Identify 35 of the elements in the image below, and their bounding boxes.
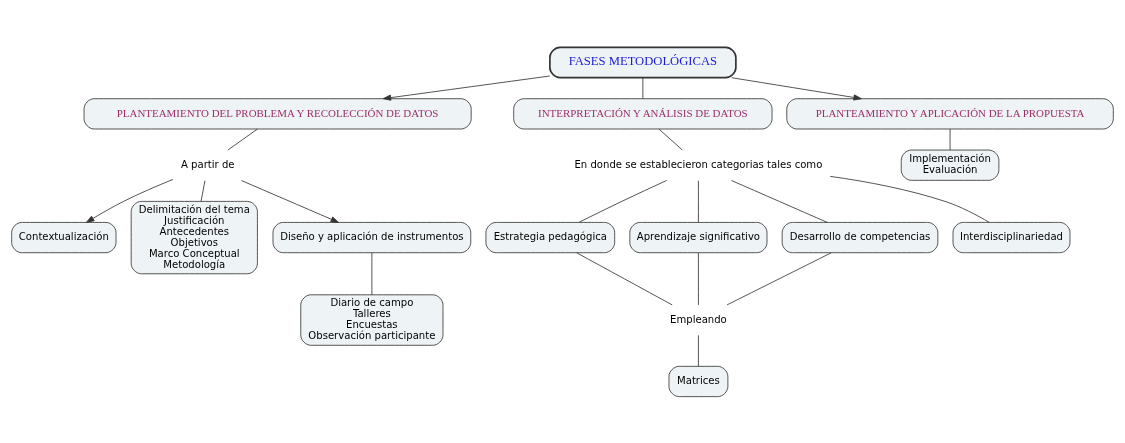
- node-box: Contextualización: [11, 221, 117, 253]
- node-box: Interdisciplinariedad: [952, 221, 1071, 253]
- connector: [731, 179, 828, 223]
- connector: [698, 334, 699, 367]
- connector: [371, 251, 373, 295]
- node-box: Implementación Evaluación: [900, 149, 1000, 181]
- arrow: [382, 75, 551, 101]
- node-box: PLANTEAMIENTO DEL PROBLEMA Y RECOLECCIÓN DE DATOS: [83, 97, 472, 129]
- node-box: Desarrollo de competencias: [781, 221, 939, 253]
- node-text: A partir de: [181, 158, 235, 170]
- connector: [726, 251, 832, 305]
- arrow: [731, 76, 862, 100]
- node-text: En donde se establecieron categorias tales como: [574, 158, 823, 170]
- node-text: Empleando: [670, 313, 727, 325]
- connector: [200, 179, 206, 201]
- node-box: Diario de campo Talleres Encuestas Observación participante: [300, 293, 444, 346]
- connector: [698, 251, 699, 305]
- node-box: Matrices: [668, 365, 729, 397]
- connector: [949, 128, 951, 150]
- node-box: INTERPRETACIÓN Y ANÁLISIS DE DATOS: [513, 97, 773, 129]
- connector: [578, 179, 668, 223]
- node-box: Estrategia pedagógica: [485, 221, 616, 253]
- node-box: PLANTEAMIENTO Y APLICACIÓN DE LA PROPUESTA: [786, 97, 1114, 129]
- node-box: Delimitación del tema Justificación Antecedentes Objetivos Marco Conceptual Metodología: [130, 200, 258, 274]
- connector: [227, 128, 258, 150]
- connector: [698, 179, 699, 223]
- connector: [642, 76, 644, 99]
- connector: [576, 251, 673, 305]
- arrow: [86, 178, 174, 223]
- node-box: Diseño y aplicación de instrumentos: [272, 221, 472, 253]
- arrow: [240, 179, 340, 223]
- node-box: Aprendizaje significativo: [629, 221, 768, 253]
- connector: [658, 128, 683, 150]
- connector: [829, 175, 990, 223]
- node-box: FASES METODOLÓGICAS: [549, 46, 737, 78]
